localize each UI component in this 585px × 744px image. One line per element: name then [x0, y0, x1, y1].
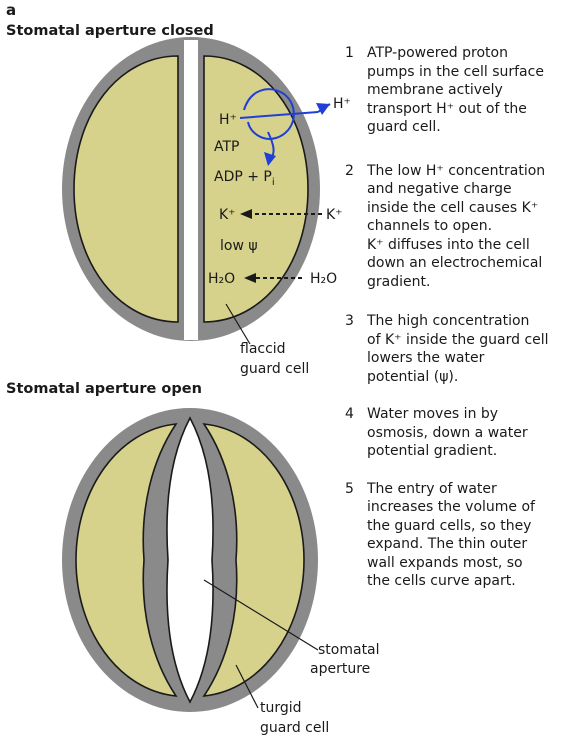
step-number: 5 — [345, 480, 354, 497]
open-left-guard-cell — [75, 423, 178, 697]
closed-right-guard-cell — [203, 55, 309, 323]
step-number: 1 — [345, 45, 354, 61]
aperture-pointer-line — [203, 579, 319, 651]
caption-stomatal: stomatal — [318, 642, 380, 658]
pump-circle-arrow — [243, 88, 295, 140]
open-right-guard-cell — [202, 423, 305, 697]
step-5: 5 The entry of water increases the volum… — [345, 480, 581, 591]
open-heading: Stomatal aperture open — [6, 381, 202, 397]
label-h-plus-outside: H⁺ — [333, 96, 351, 112]
caption-guard-cell-open: guard cell — [260, 720, 329, 736]
step-1: 1 ATP-powered proton pumps in the cell s… — [345, 44, 581, 137]
step-3: 3 The high concentration of K⁺ inside th… — [345, 312, 581, 386]
h-plus-export-arrow — [239, 111, 319, 119]
step-number: 3 — [345, 313, 354, 329]
step-text: Water moves in by osmosis, down a water … — [367, 406, 528, 459]
h-plus-arrowhead — [316, 103, 330, 115]
stomatal-aperture — [166, 416, 214, 704]
closed-pore-gap — [184, 40, 198, 340]
label-h-plus-inside: H⁺ — [219, 112, 237, 128]
label-atp: ATP — [214, 139, 239, 155]
caption-flaccid: flaccid — [240, 341, 286, 357]
turgid-pointer-line — [235, 664, 259, 709]
flaccid-pointer-line — [225, 303, 251, 345]
step-text: The high concentration of K⁺ inside the … — [367, 313, 549, 385]
label-k-plus-inside: K⁺ — [219, 207, 236, 223]
step-text: The entry of water increases the volume … — [367, 480, 535, 590]
caption-guard-cell-closed: guard cell — [240, 361, 309, 377]
caption-aperture: aperture — [310, 661, 370, 677]
label-adp: ADP + Pi — [214, 169, 275, 188]
step-2: 2 The low H⁺ concentration and negative … — [345, 162, 581, 292]
step-4: 4 Water moves in by osmosis, down a wate… — [345, 405, 581, 461]
closed-left-guard-cell — [73, 55, 179, 323]
open-stoma: stomatal aperture turgid guard cell — [62, 408, 380, 736]
caption-turgid: turgid — [260, 700, 302, 716]
label-h2o-outside: H₂O — [310, 271, 337, 287]
k-plus-arrowhead — [240, 209, 252, 219]
label-h2o-inside: H₂O — [208, 271, 235, 287]
label-k-plus-outside: K⁺ — [326, 207, 343, 223]
panel-label: a — [6, 1, 17, 19]
atp-arrowhead — [264, 152, 276, 166]
closed-heading: Stomatal aperture closed — [6, 23, 214, 39]
step-text: ATP-powered proton pumps in the cell sur… — [367, 45, 544, 135]
step-text: The low H⁺ concentration and negative ch… — [367, 162, 546, 290]
step-number: 2 — [345, 162, 354, 179]
closed-stoma: H⁺ H⁺ ATP ADP + Pi K⁺ K⁺ low ψ H₂O H₂O f… — [62, 37, 351, 377]
step-number: 4 — [345, 406, 354, 422]
label-low-psi: low ψ — [220, 238, 258, 254]
process-steps: 1 ATP-powered proton pumps in the cell s… — [345, 44, 581, 591]
water-arrowhead — [244, 273, 256, 283]
